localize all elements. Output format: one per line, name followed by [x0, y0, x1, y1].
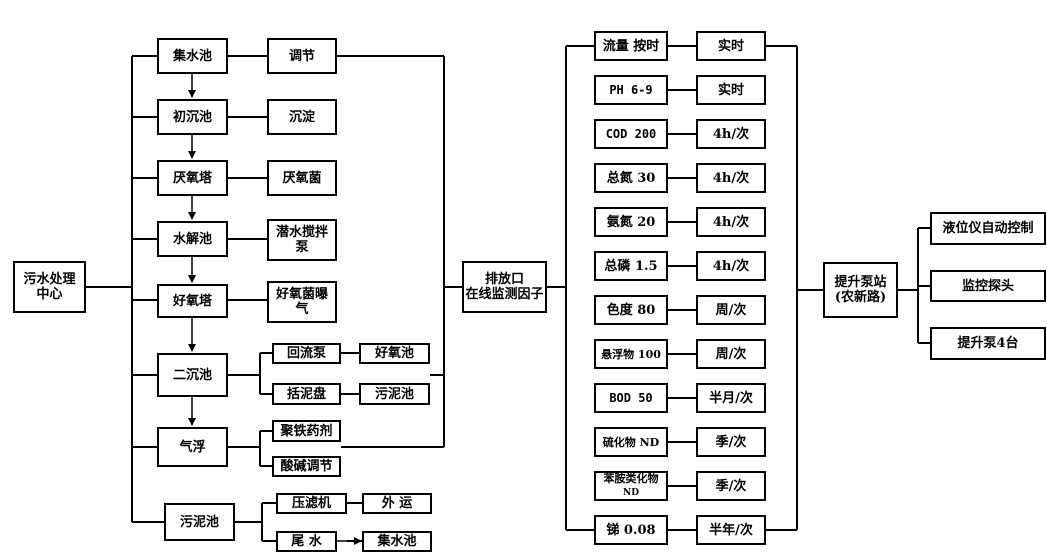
- factor-antimony: 锑 0.08: [594, 515, 668, 545]
- factor-ammonia-nitrogen: 氨氮 20: [594, 207, 668, 237]
- factor-flow: 流量 按时: [594, 31, 668, 61]
- tag-yaluji: 压滤机: [276, 493, 347, 514]
- tag-jishuichi-target: 集水池: [362, 531, 432, 552]
- tag-yanyangjun: 厌氧菌: [267, 160, 337, 196]
- process-node-haoyangta: 好氧塔: [157, 284, 228, 318]
- freq-total-nitrogen: 4h/次: [696, 163, 766, 193]
- sewage-center-label-line2: 中心: [36, 287, 63, 302]
- factor-aniline-line2: ND: [622, 488, 640, 498]
- tag-line: 潜水搅拌: [275, 225, 328, 240]
- pump-station-node: 提升泵站(农新路): [823, 262, 898, 318]
- process-node-chuchenchi: 初沉池: [157, 99, 228, 135]
- factor-sulfide: 硫化物 ND: [594, 427, 668, 457]
- tag-haoyangjun-baoqi: 好氧菌曝气: [267, 281, 337, 323]
- pump-item-lift-pumps: 提升泵4台: [930, 327, 1046, 360]
- freq-sulfide: 季/次: [696, 427, 766, 457]
- factor-chroma: 色度 80: [594, 295, 668, 325]
- freq-flow: 实时: [696, 31, 766, 61]
- tag-qianshui-jiaobanbeng: 潜水搅拌泵: [267, 219, 337, 261]
- tag-haoyangchi: 好氧池: [359, 343, 430, 364]
- sewage-center-node: 污水处理中心: [13, 261, 86, 313]
- tag-wunichi-target: 污泥池: [359, 383, 430, 405]
- factor-aniline: 苯胺类化物 ND: [594, 471, 668, 501]
- tag-huiliubeng: 回流泵: [272, 343, 341, 364]
- freq-antimony: 半年/次: [696, 515, 766, 545]
- outlet-label-line1: 排放口: [484, 272, 524, 287]
- tag-waiyun: 外 运: [362, 493, 432, 514]
- tag-guonipan: 括泥盘: [272, 383, 341, 405]
- freq-total-phosphorus: 4h/次: [696, 251, 766, 281]
- factor-ph: PH 6-9: [594, 75, 668, 105]
- outlet-label-line2: 在线监测因子: [465, 287, 544, 302]
- freq-cod: 4h/次: [696, 119, 766, 149]
- tag-weishui: 尾 水: [276, 531, 337, 552]
- tag-tiaojie: 调节: [267, 38, 337, 74]
- sewage-center-label-line1: 污水处理: [23, 272, 76, 287]
- process-node-yanyangta: 厌氧塔: [157, 160, 228, 196]
- factor-total-phosphorus: 总磷 1.5: [594, 251, 668, 281]
- process-node-qifu: 气浮: [157, 427, 228, 467]
- freq-chroma: 周/次: [696, 295, 766, 325]
- pump-station-label-line2: (农新路): [834, 290, 887, 305]
- factor-total-nitrogen: 总氮 30: [594, 163, 668, 193]
- process-node-erchenchi: 二沉池: [157, 353, 228, 397]
- pump-item-camera: 监控探头: [930, 270, 1046, 302]
- freq-aniline: 季/次: [696, 471, 766, 501]
- freq-suspended-solids: 周/次: [696, 339, 766, 369]
- tag-suanjian-tiaojie: 酸碱调节: [272, 456, 341, 477]
- tag-chendian: 沉淀: [267, 99, 337, 135]
- outlet-monitoring-node: 排放口在线监测因子: [462, 261, 547, 313]
- process-node-shuijiechi: 水解池: [157, 221, 228, 257]
- factor-aniline-line1: 苯胺类化物: [603, 472, 659, 485]
- freq-ammonia-nitrogen: 4h/次: [696, 207, 766, 237]
- tag-jutie-yaoji: 聚铁药剂: [272, 420, 341, 442]
- factor-cod: COD 200: [594, 119, 668, 149]
- process-node-wunichi: 污泥池: [164, 503, 235, 541]
- factor-suspended-solids: 悬浮物 100: [594, 339, 668, 369]
- process-node-jishuichi: 集水池: [157, 38, 228, 74]
- tag-line: 泵: [295, 240, 309, 255]
- pump-station-label-line1: 提升泵站: [834, 275, 887, 290]
- tag-line: 好氧菌曝: [275, 287, 328, 302]
- freq-ph: 实时: [696, 75, 766, 105]
- tag-line: 气: [295, 302, 309, 317]
- pump-item-level-control: 液位仪自动控制: [930, 212, 1046, 245]
- factor-bod: BOD 50: [594, 383, 668, 413]
- freq-bod: 半月/次: [696, 383, 766, 413]
